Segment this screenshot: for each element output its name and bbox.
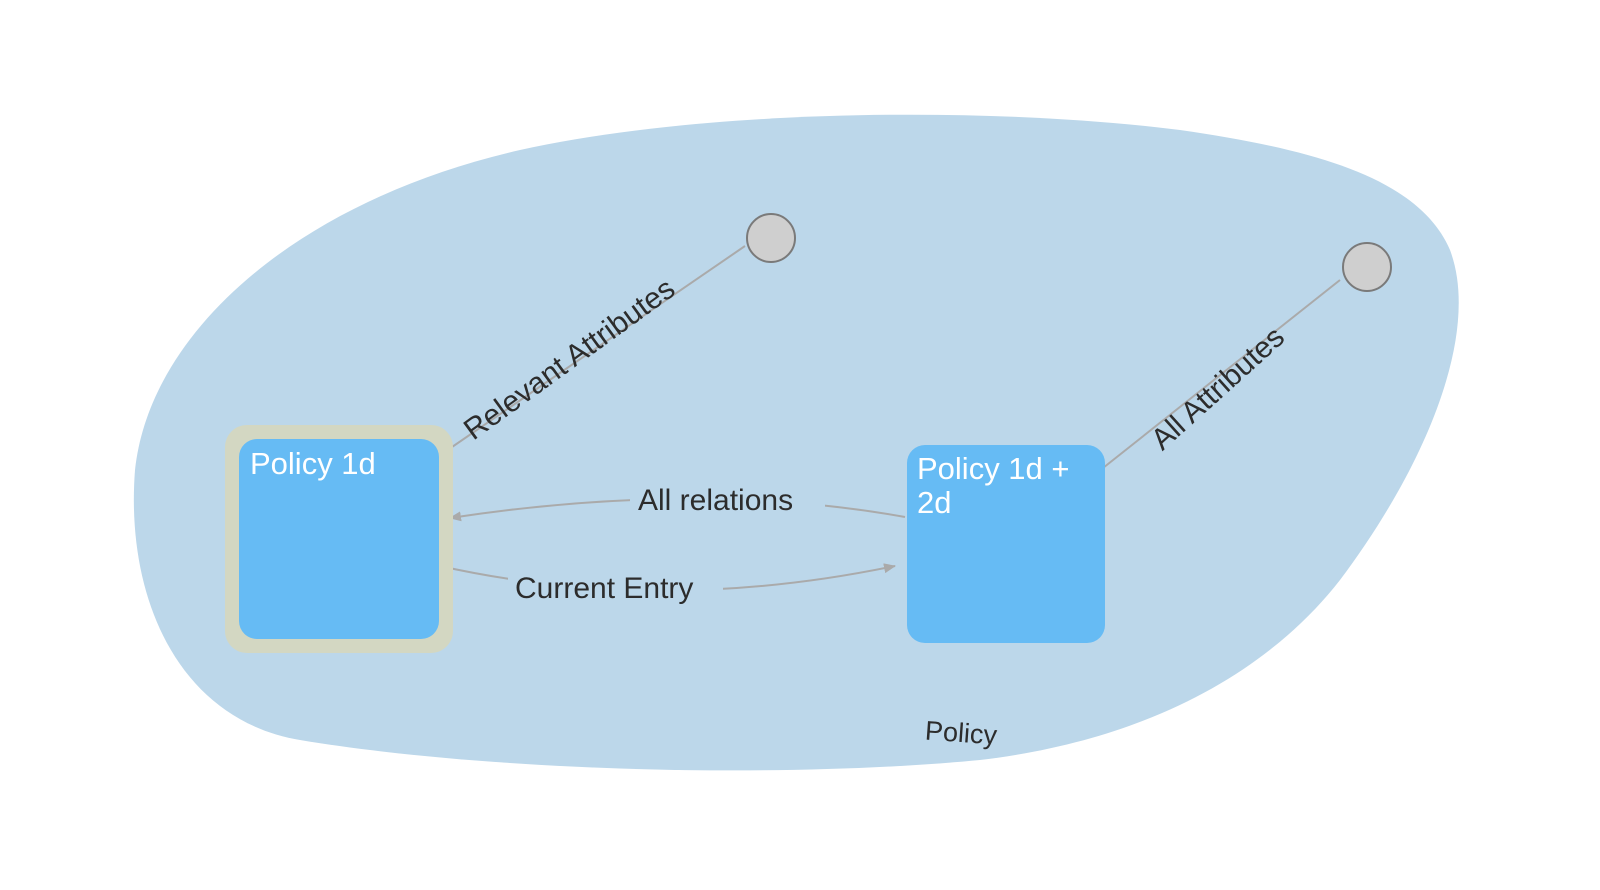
attr-relevant-node[interactable] [746, 213, 796, 263]
edge-relevant-attributes-line [435, 245, 746, 459]
edge-current-entry-label: Current Entry [515, 572, 694, 605]
policy1d2d-node[interactable] [907, 445, 1105, 643]
policy1d-label: Policy 1d [250, 446, 376, 481]
all-relations-label-bg [630, 486, 825, 516]
attr-all-node[interactable] [1342, 242, 1392, 292]
policy1d-node[interactable] [239, 439, 439, 639]
group-policy-label: Policy [924, 715, 999, 751]
current-entry-label-bg [508, 576, 723, 606]
policy-group-blob [133, 114, 1459, 771]
policy1d2d-label: Policy 1d + 2d [917, 451, 1070, 520]
edge-all-attributes-line [1102, 279, 1341, 469]
edge-all-relations-label: All relations [638, 484, 794, 517]
